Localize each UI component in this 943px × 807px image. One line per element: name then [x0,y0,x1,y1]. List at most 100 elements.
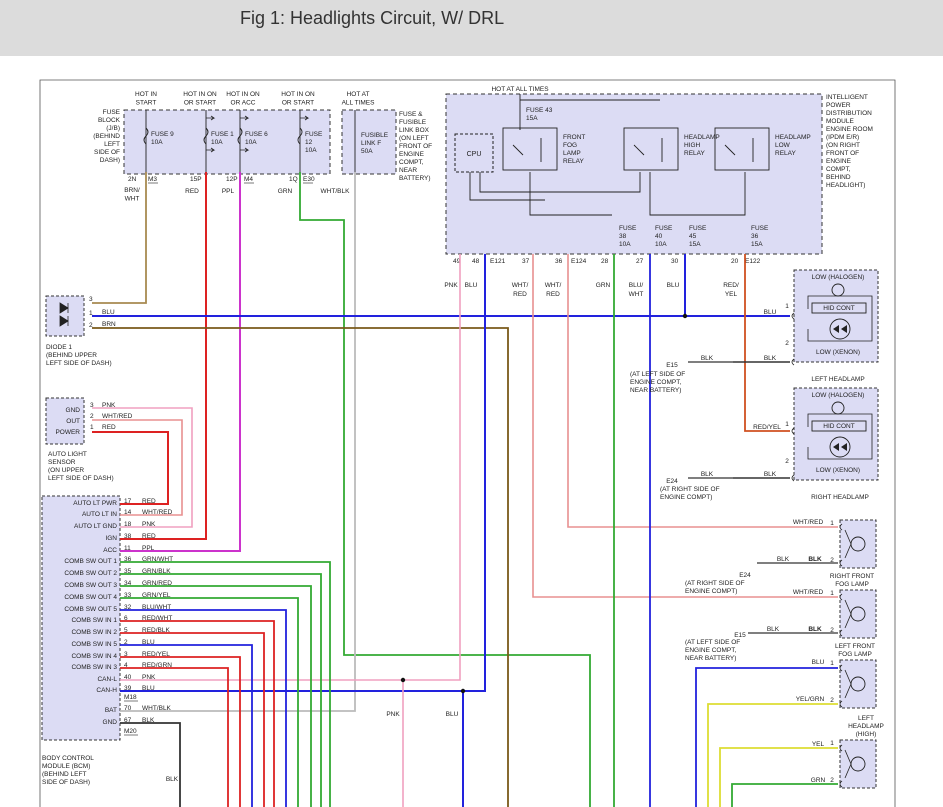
bcm-pin: M18 [124,694,137,701]
right-headlamp-internal [807,413,873,460]
bcm-wire-label: RED/GRN [142,662,172,669]
auto-light-pin: 3 [90,402,94,409]
connector-symbol [839,559,843,567]
bcm-pin: M20 [124,728,137,735]
fuse-label: 10A [245,139,257,146]
ground-location-label: (AT LEFT SIDE OF [630,371,685,378]
hot-label: OR START [282,100,314,107]
bcm-wire-label: GRN/YEL [142,592,171,599]
ipdm-wire-label: WHT/ [512,282,529,289]
fuse-label: FUSE 6 [245,131,268,138]
ipdm-wire-label: WHT/ [545,282,562,289]
fusible-link-label: FUSIBLE [361,132,389,139]
bcm-location-label: BODY CONTROL [42,755,94,762]
bcm-box [41,495,121,741]
left-headlamp-box [793,269,879,363]
pin-label: E30 [303,176,315,183]
wire-yel-grn [707,703,838,807]
left-headlamp-pin: 1 [785,303,789,310]
bcm-wire-label: RED [142,498,156,505]
left-high-pin: 2 [830,697,834,704]
connector-symbol [839,744,843,752]
ipdm-hot-label: HOT AT ALL TIMES [491,86,549,93]
bcm-pin: 11 [124,545,131,552]
right-high-pin: 1 [830,740,834,747]
splice-dot [682,313,688,319]
fuse-block-label: LEFT [104,141,120,148]
bcm-terminal: COMB SW IN 4 [71,653,117,660]
flow-arrow [300,115,310,121]
ipdm-pin-label: E122 [745,258,761,265]
bcm-wire-label: BLK [142,717,155,724]
relay-label: FRONT [563,134,585,141]
bcm-location-label: SIDE OF DASH) [42,779,90,786]
bottom-wire-label: BLU [446,711,459,718]
bcm-pin: 17 [124,498,132,505]
diode-box [45,295,85,337]
bcm-pin: 40 [124,674,132,681]
bcm-wire-label: PNK [142,674,156,681]
fuse-symbol [237,127,243,145]
ipdm-bus [649,172,746,216]
ipdm-pin-label: E124 [571,258,587,265]
left-high-wire-label: YEL/GRN [796,696,825,703]
bcm-pin: 32 [124,604,132,611]
right-high-wire-label: GRN [811,777,826,784]
wire-red-yel [744,254,790,432]
bcm-terminal: AUTO LT IN [82,511,117,518]
hot-label: START [136,100,157,107]
ipdm-wire-label: RED/ [723,282,739,289]
ground-wire-label: BLK [767,626,780,633]
wire-blk-gnd [120,722,181,807]
fuse-label: FUSE 9 [151,131,174,138]
left-headlamp-hid-label: HID CONT [823,305,854,312]
left-fog-label: LEFT FRONT [835,643,875,650]
ipdm-bus [469,172,545,201]
wire-comb-switch [120,573,322,807]
splice-dot [400,677,406,683]
bcm-pin: 18 [124,521,132,528]
hot-label: HOT IN ON [183,91,217,98]
left-fog-box [839,589,877,639]
ground-id: E24 [666,478,678,485]
diode-wire-label: BRN [102,321,116,328]
hot-label: OR ACC [231,100,256,107]
wire-comb-switch [120,644,253,807]
wire-brn [92,327,509,807]
ipdm-pin-label: 30 [671,258,679,265]
diode-symbol [59,315,69,327]
ipdm-fuse-label: FUSE [689,225,707,232]
right-high-lamp-box [839,739,877,789]
left-high-lamp-lead [844,669,852,685]
ipdm-pin-label: E121 [490,258,506,265]
right-high-pin: 2 [830,777,834,784]
ipdm-wire-label: BLU/ [629,282,644,289]
right-high-lamp-lead [844,763,852,779]
ground-location-label: NEAR BATTERY) [685,655,736,662]
ipdm-location-label: INTELLIGENT [826,94,868,101]
left-fog-lead [844,599,852,615]
wire-pnk-canl [120,254,461,681]
left-fog-pin: 1 [830,590,834,597]
pin-label: 1Q [289,176,298,183]
bcm-pin: 33 [124,592,132,599]
fuse-block-label: FUSE [103,109,121,116]
connector-symbol [791,358,795,366]
wire-red-pwr [92,431,169,505]
left-headlamp-wire-label: BLU [764,309,777,316]
wire-wht-red [92,419,183,516]
fuse-symbol [203,127,209,145]
bcm-wire-label: RED/WHT [142,615,172,622]
right-headlamp-wire-label: RED/YEL [753,424,781,431]
ipdm-fuse-label: 38 [619,233,627,240]
left-headlamp-xenon-label: LOW (XENON) [816,349,860,356]
left-high-lamp-box [839,659,877,709]
bcm-terminal: BAT [105,707,117,714]
relay-box [714,127,770,171]
relay-label: HEADLAMP [684,134,720,141]
wire-comb-switch [120,632,265,807]
fuse-symbol [297,127,303,145]
bcm-location-label: MODULE (BCM) [42,763,90,770]
right-headlamp-hid-box [811,420,867,432]
right-headlamp-xenon-bulb [829,436,851,458]
